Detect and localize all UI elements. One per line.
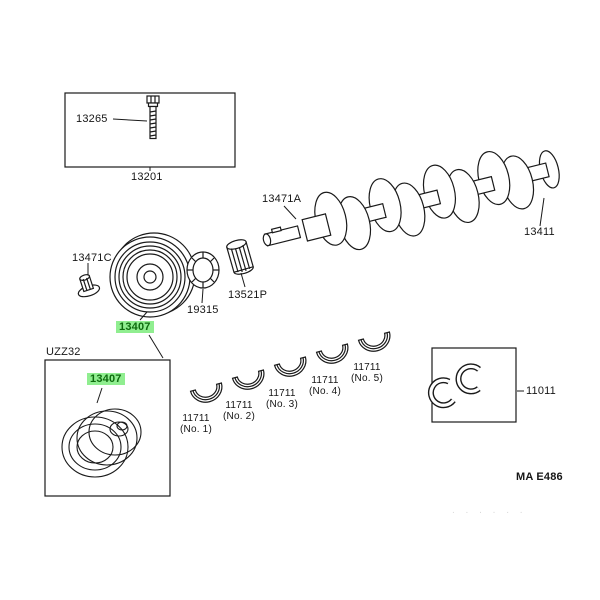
bearing-shells-drawing [189,331,391,403]
pulley-bolt-drawing [146,95,160,140]
thrust-washers-drawing [427,363,481,409]
label-11711-no3: 11711 (No. 3) [266,388,298,411]
label-11711-no1: 11711 (No. 1) [180,413,212,436]
label-11711-no4: 11711 (No. 4) [309,375,341,398]
group-box-11011 [431,347,517,423]
label-19315: 19315 [187,304,219,316]
pulley-uzz32-drawing [61,408,142,478]
label-13521p: 13521P [228,289,268,301]
label-11711-no5: 11711 (No. 5) [351,362,383,385]
label-uzz32: UZZ32 [46,346,81,358]
crankshaft-pulley-drawing [109,232,196,318]
label-13407-highlighted[interactable]: 13407 [116,321,154,334]
rotor-19315-drawing [186,251,220,289]
gear-13521p-drawing [226,239,254,275]
label-11711-no2: 11711 (No. 2) [223,400,255,423]
bolt-13471c-drawing [77,274,101,298]
leader-lines [87,118,545,404]
label-11011: 11011 [526,385,556,397]
group-box-uzz32 [44,359,171,497]
label-13201: 13201 [131,171,163,183]
label-13407-variant-highlighted[interactable]: 13407 [87,373,125,386]
label-13471a: 13471A [262,193,302,205]
figure-code: MA E486 [516,471,563,483]
watermark-dots: . . . . . . [452,505,527,516]
label-13265: 13265 [76,113,108,125]
crankshaft-drawing [262,150,560,251]
label-13471c: 13471C [72,252,112,264]
label-13411: 13411 [524,226,555,238]
